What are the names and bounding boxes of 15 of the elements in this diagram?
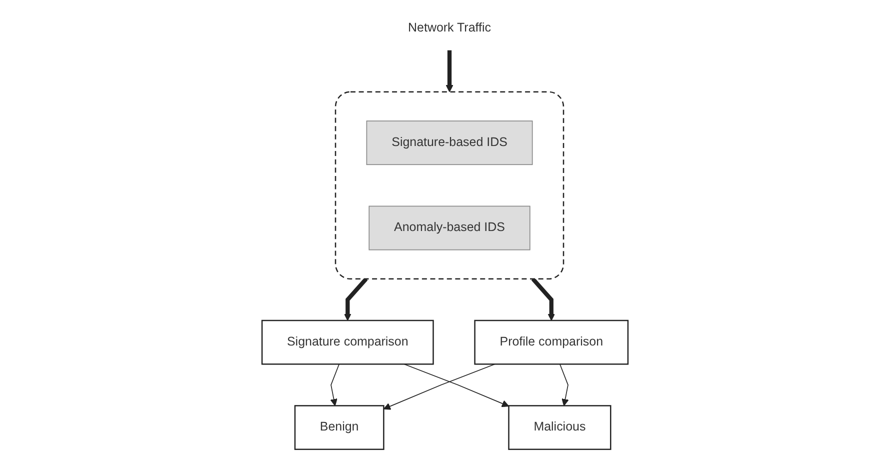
node-box: Signature-based IDS [366, 120, 533, 166]
arrow [559, 364, 569, 406]
arrow [446, 50, 454, 92]
node-box: Signature comparison [261, 320, 434, 365]
arrow [330, 364, 340, 406]
node-box: Malicious [508, 405, 612, 450]
node-text: Network Traffic [408, 20, 491, 35]
arrow [531, 278, 556, 321]
arrow [383, 364, 496, 410]
arrow [344, 278, 368, 321]
node-box: Benign [294, 405, 384, 450]
cluster [334, 91, 564, 280]
node-box: Profile comparison [474, 320, 629, 365]
node-box: Anomaly-based IDS [368, 206, 530, 250]
arrow [404, 364, 510, 408]
